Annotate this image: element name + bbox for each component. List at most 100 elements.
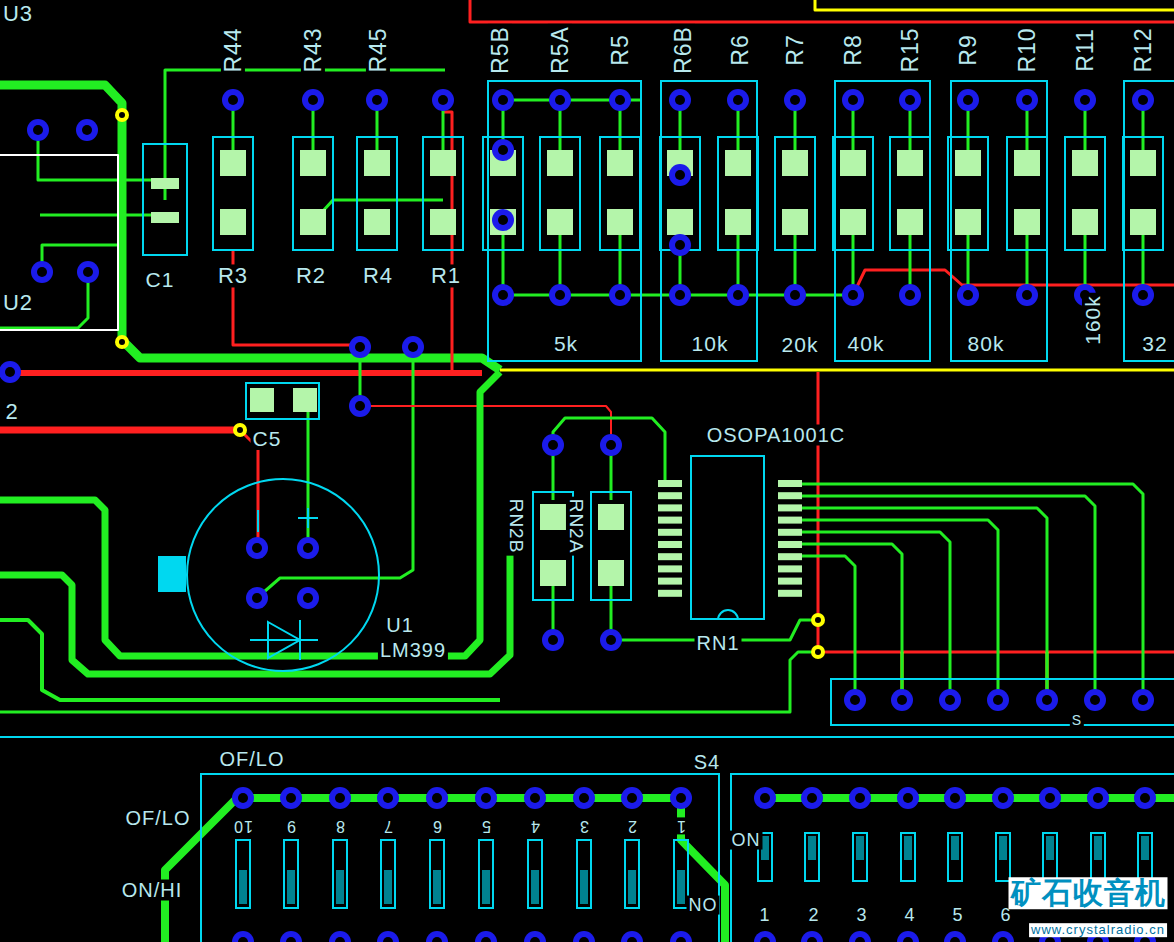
via-pad xyxy=(754,787,776,809)
via-hole xyxy=(950,793,960,803)
smd-pad xyxy=(667,209,693,235)
copper-trace xyxy=(790,532,950,700)
via-hole xyxy=(432,937,442,942)
smd-pad xyxy=(598,560,624,586)
via-pad xyxy=(549,284,571,306)
resistor-outline xyxy=(718,137,758,250)
via-hole xyxy=(1042,695,1052,705)
smd-pad xyxy=(782,209,808,235)
via-hole xyxy=(606,635,616,645)
via-pad xyxy=(492,209,514,231)
via-pad xyxy=(573,931,595,942)
smd-pad xyxy=(658,553,682,560)
silkscreen-label: 2 xyxy=(806,906,821,925)
smd-pad xyxy=(840,209,866,235)
component-label: S xyxy=(1070,713,1084,728)
via-pad xyxy=(76,119,98,141)
via-hole xyxy=(903,937,913,942)
via-hole xyxy=(1138,290,1148,300)
resistor-outline xyxy=(293,137,333,250)
via-hole xyxy=(548,440,558,450)
component-label: C5 xyxy=(251,428,284,450)
component-label: OF/LO xyxy=(217,749,286,770)
via-hole xyxy=(606,440,616,450)
switch-lever xyxy=(482,870,490,904)
via-hole xyxy=(555,95,565,105)
via-hole xyxy=(850,695,860,705)
via-pad xyxy=(542,629,564,651)
silkscreen-label: R5A xyxy=(548,24,572,76)
via-pad xyxy=(297,587,319,609)
smd-pad xyxy=(658,590,682,597)
smd-pad xyxy=(293,388,317,412)
resistor-outline xyxy=(483,137,523,250)
silkscreen-label: R2 xyxy=(294,264,328,287)
via-pad xyxy=(1074,89,1096,111)
via-pad xyxy=(232,931,254,942)
component-label: OSOPA1001C xyxy=(705,425,848,446)
via-pad xyxy=(600,629,622,651)
copper-trace xyxy=(360,406,611,445)
via-pad xyxy=(573,787,595,809)
small-via xyxy=(811,645,825,659)
via-hole xyxy=(998,793,1008,803)
via-pad xyxy=(1016,284,1038,306)
via-hole xyxy=(383,793,393,803)
smd-pad xyxy=(897,150,923,176)
via-pad xyxy=(524,931,546,942)
switch-lever xyxy=(856,836,864,860)
via-pad xyxy=(492,139,514,161)
via-pad xyxy=(987,689,1009,711)
silkscreen-label: R1 xyxy=(429,264,463,287)
via-pad xyxy=(1132,689,1154,711)
silkscreen-label: NO xyxy=(687,896,720,915)
resistor-outline xyxy=(591,492,631,600)
silkscreen-label: 3 xyxy=(854,906,869,925)
via-hole xyxy=(252,543,262,553)
smd-pad xyxy=(840,150,866,176)
smd-pad xyxy=(658,565,682,572)
smd-pad xyxy=(658,480,682,487)
copper-trace xyxy=(0,620,500,700)
switch-lever xyxy=(580,870,588,904)
via-hole xyxy=(675,240,685,250)
via-hole xyxy=(676,937,686,942)
copper-trace xyxy=(790,544,902,700)
smd-pad xyxy=(220,209,246,235)
component-outline: OSOPA1001CRN1 xyxy=(690,455,765,620)
via-pad xyxy=(1087,787,1109,809)
via-hole xyxy=(372,95,382,105)
switch-lever xyxy=(677,870,685,904)
via-hole xyxy=(627,793,637,803)
component-label: 5k xyxy=(552,333,580,355)
smd-pad xyxy=(1130,209,1156,235)
via-pad xyxy=(1084,689,1106,711)
silkscreen-label: R3 xyxy=(216,264,250,287)
switch-actuator xyxy=(1043,833,1057,881)
silkscreen-label: R7 xyxy=(783,32,807,67)
circle-outline xyxy=(187,479,379,671)
silkscreen-label: RN2A xyxy=(566,497,586,556)
via-pad xyxy=(897,787,919,809)
smd-pad xyxy=(778,565,802,572)
component-outline: OF/LO xyxy=(200,773,720,942)
via-hole xyxy=(498,290,508,300)
switch-actuator xyxy=(1091,833,1105,881)
component-label: RN1 xyxy=(694,633,741,654)
via-hole xyxy=(1093,793,1103,803)
silkscreen-label: U3 xyxy=(1,2,35,25)
silkscreen-label: ON/HI xyxy=(120,880,185,901)
via-hole xyxy=(848,290,858,300)
silkscreen-label: R6 xyxy=(728,32,752,67)
via-hole xyxy=(815,617,821,623)
via-pad xyxy=(609,284,631,306)
via-hole xyxy=(83,267,93,277)
smd-pad xyxy=(658,541,682,548)
switch-actuator xyxy=(853,833,867,881)
smd-pad xyxy=(778,529,802,536)
via-hole xyxy=(498,95,508,105)
smd-pad xyxy=(725,150,751,176)
via-pad xyxy=(475,931,497,942)
silkscreen-label: R5 xyxy=(608,32,632,67)
